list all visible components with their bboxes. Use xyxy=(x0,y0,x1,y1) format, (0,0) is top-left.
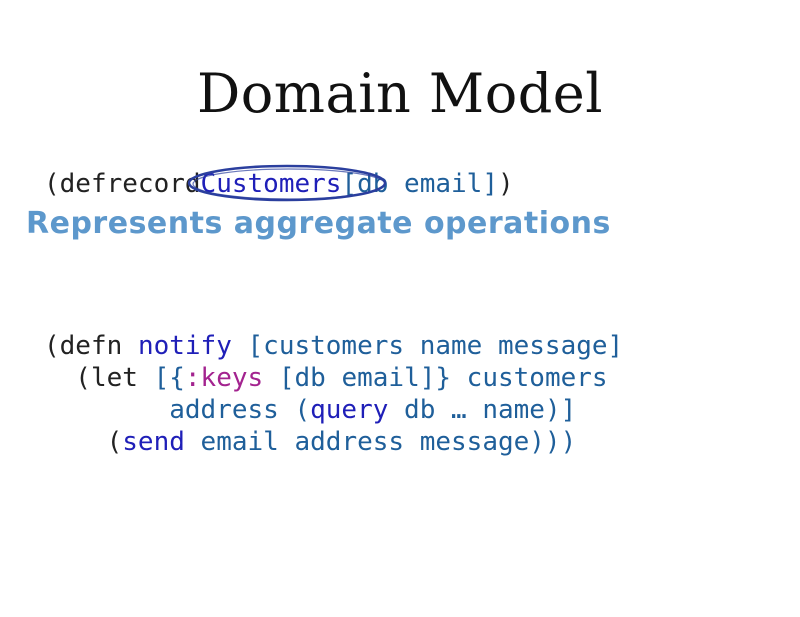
let-keyword: let xyxy=(90,363,138,393)
code-line-3: address (query db … name)] xyxy=(44,394,623,426)
hand-drawn-circle-icon xyxy=(187,164,386,202)
slide-title: Domain Model xyxy=(196,62,604,125)
binding: address ( xyxy=(169,395,311,425)
notify-code: (defn notify [customers name message] (l… xyxy=(44,330,623,458)
query-fn: query xyxy=(310,395,389,425)
paren: ) xyxy=(497,169,514,199)
paren: ( xyxy=(44,169,60,199)
fn-params: [customers name message] xyxy=(247,331,624,361)
code-line-1: (defn notify [customers name message] xyxy=(44,330,623,362)
send-args: email address message))) xyxy=(184,427,577,457)
defn-keyword: defn xyxy=(59,331,123,361)
indent xyxy=(44,395,169,425)
fn-name: notify xyxy=(137,331,232,361)
record-name: Customers xyxy=(200,169,342,199)
query-args: db … name)] xyxy=(388,395,577,425)
code-line-2: (let [{:keys [db email]} customers xyxy=(44,362,623,394)
paren: ( xyxy=(44,331,60,361)
keys-keyword: :keys xyxy=(184,363,264,393)
indent: ( xyxy=(44,427,123,457)
indent: ( xyxy=(44,363,91,393)
code-line-4: (send email address message))) xyxy=(44,426,623,458)
open-vec: [{ xyxy=(137,363,185,393)
circled-record-name: Customers xyxy=(187,164,386,202)
send-fn: send xyxy=(122,427,185,457)
destructure: [db email]} customers xyxy=(263,363,608,393)
defrecord-keyword: defrecord xyxy=(59,169,201,199)
handwritten-annotation: Represents aggregate operations xyxy=(26,206,611,241)
